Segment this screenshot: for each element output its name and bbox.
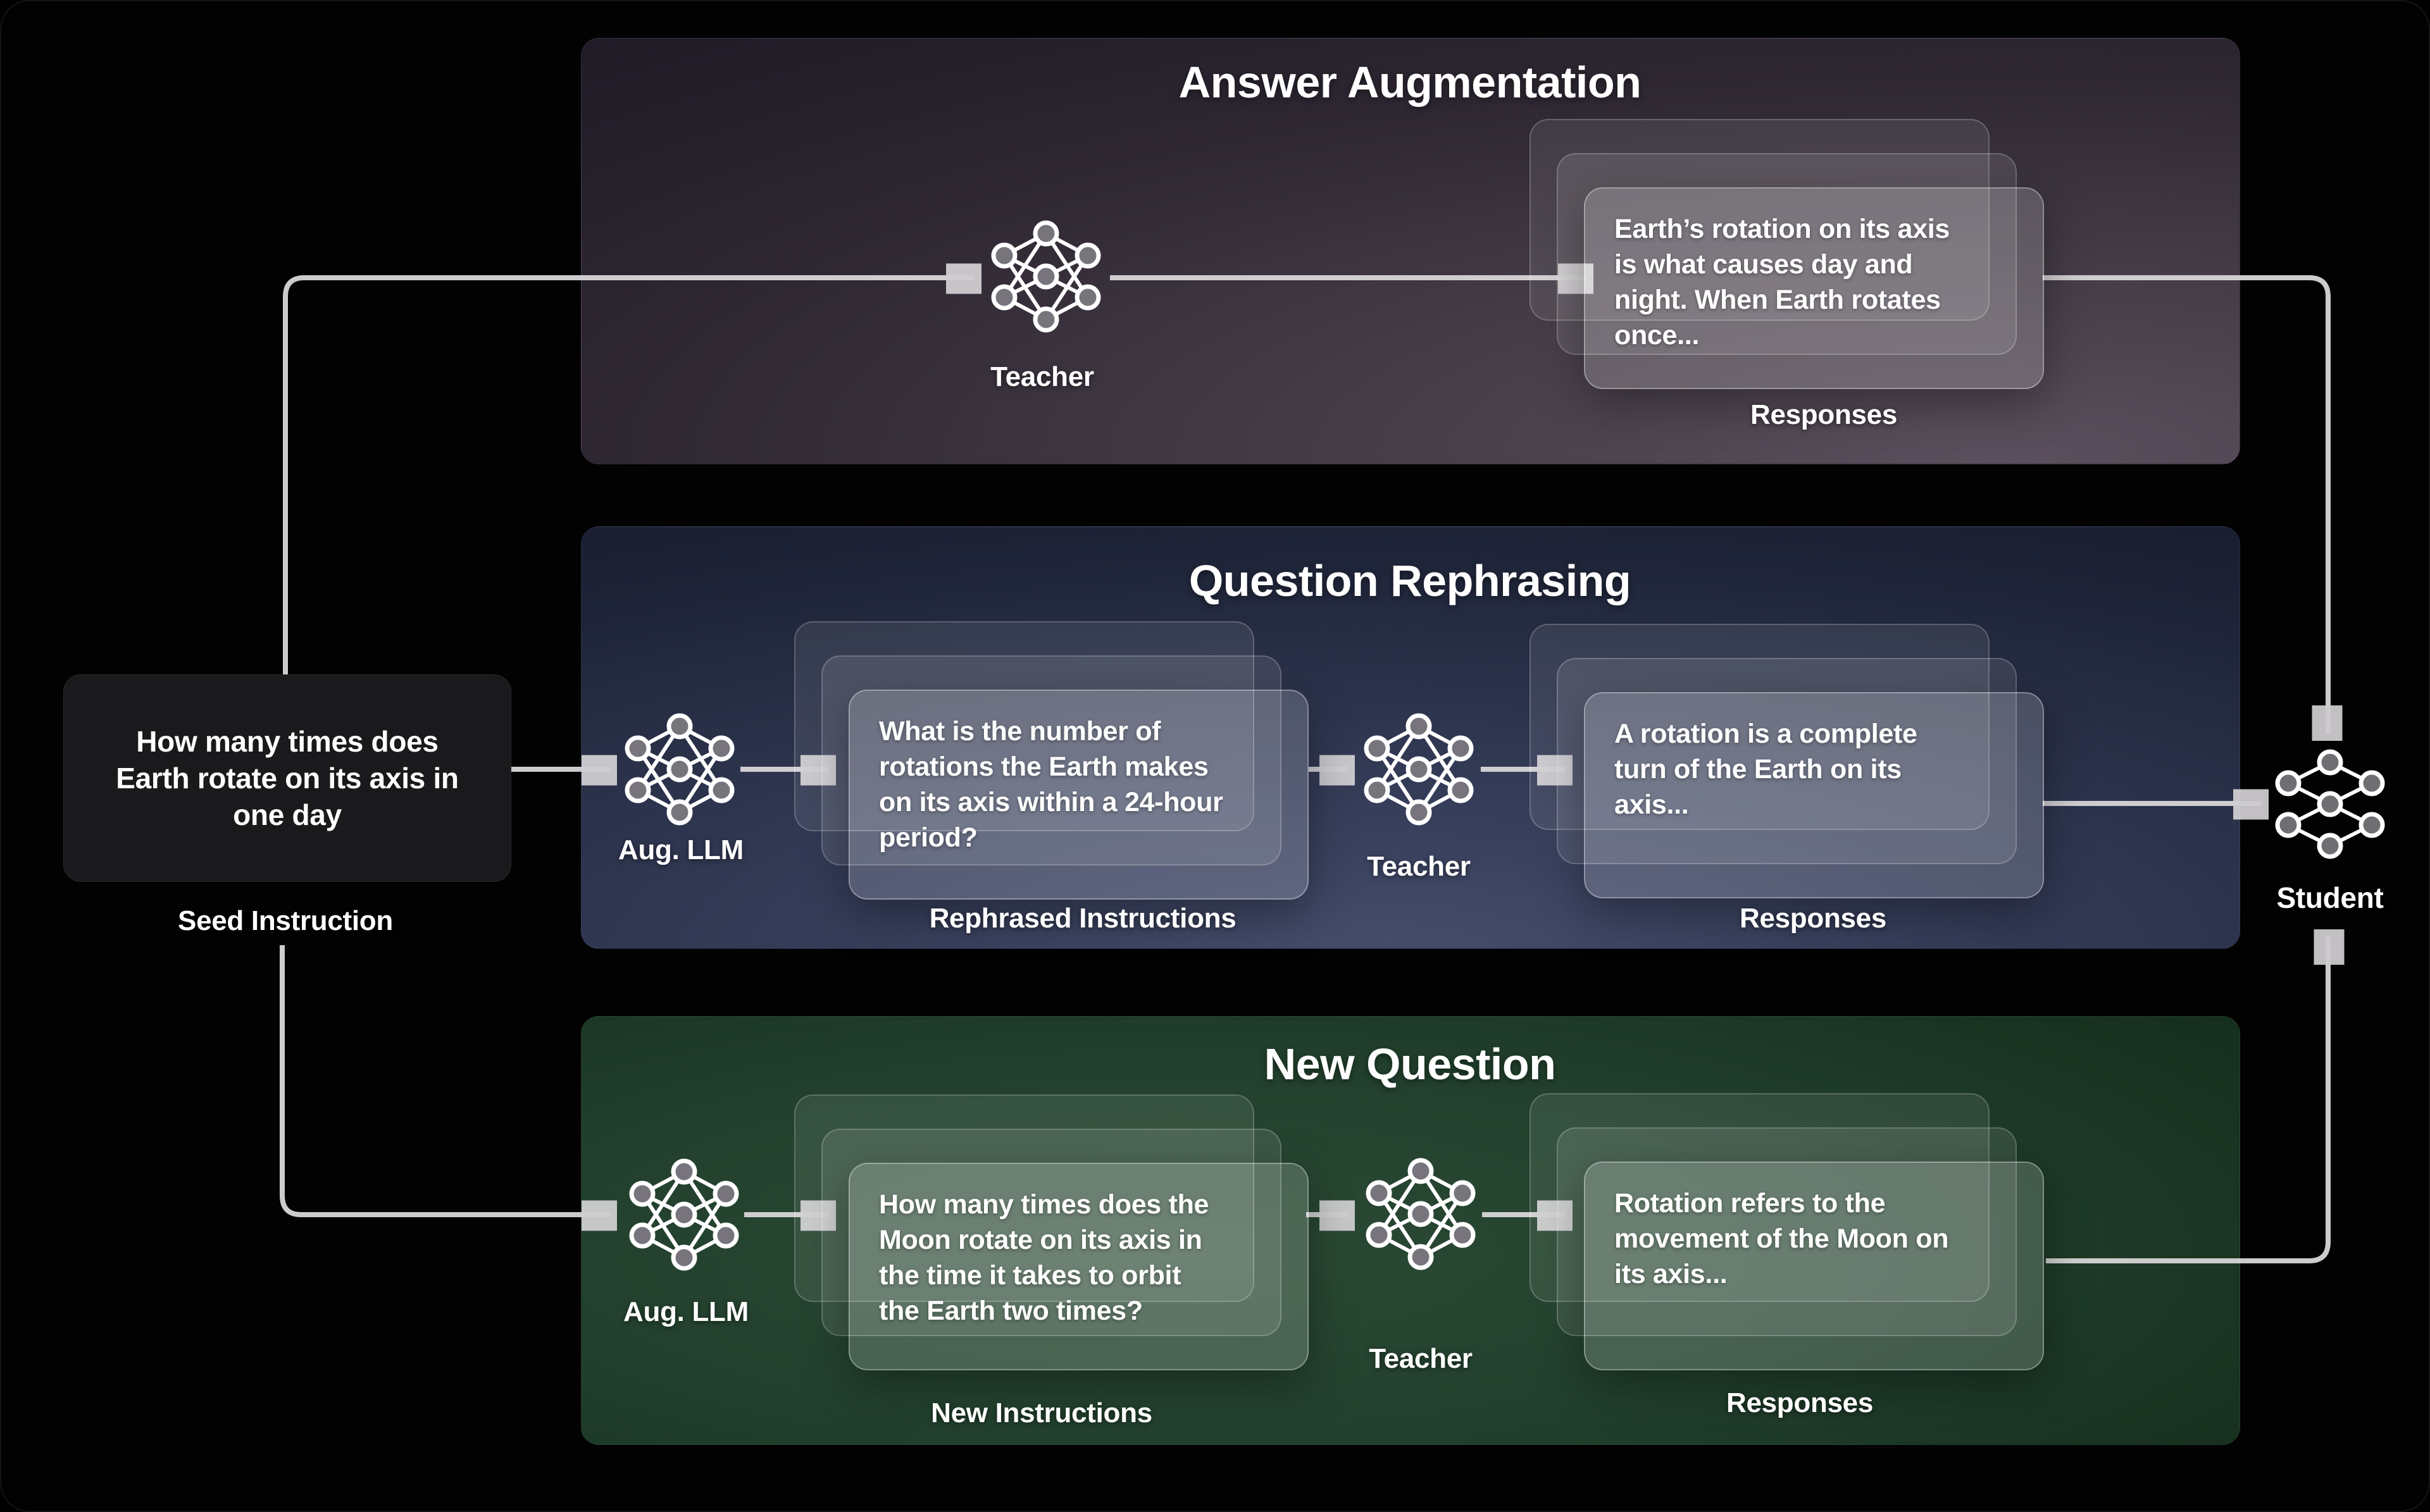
- panel-answer-augmentation: [581, 38, 2240, 464]
- response-card-middle: [1557, 1127, 2017, 1336]
- response-card-front: Rotation refers to the movement of the M…: [1584, 1162, 2044, 1370]
- rephrased-card-middle: [821, 655, 1281, 865]
- aug-llm-network-icon: [620, 709, 740, 829]
- responses-label: Responses: [1726, 1387, 1874, 1418]
- aug-llm-label: Aug. LLM: [618, 834, 744, 865]
- response-card-middle: [1557, 658, 2017, 864]
- response-card-middle: [1557, 153, 2017, 355]
- new-instruction-card-back: [794, 1094, 1254, 1302]
- aug-llm-network-icon: [624, 1155, 744, 1275]
- teacher-label: Teacher: [1369, 1343, 1473, 1374]
- new-instructions-label: New Instructions: [931, 1397, 1152, 1428]
- response-card-back: [1530, 624, 1990, 830]
- seed-instruction-box: How many times does Earth rotate on its …: [63, 674, 511, 882]
- student-label: Student: [2276, 881, 2384, 914]
- aug-llm-label: Aug. LLM: [623, 1296, 749, 1327]
- rephrased-instructions-label: Rephrased Instructions: [929, 903, 1237, 934]
- response-text: Earth’s rotation on its axis is what cau…: [1614, 214, 1950, 350]
- new-instruction-card-middle: [821, 1129, 1281, 1336]
- teacher-network-icon: [1361, 1154, 1481, 1274]
- response-card-front: Earth’s rotation on its axis is what cau…: [1584, 187, 2044, 389]
- panel-new-question: [581, 1016, 2240, 1445]
- responses-label: Responses: [1739, 903, 1887, 934]
- teacher-label: Teacher: [1367, 851, 1471, 882]
- teacher-network-icon: [1359, 709, 1479, 829]
- teacher-label: Teacher: [990, 361, 1094, 392]
- new-instruction-text: How many times does the Moon rotate on i…: [879, 1189, 1209, 1326]
- response-text: A rotation is a complete turn of the Ear…: [1614, 719, 1917, 820]
- new-instruction-card-front: How many times does the Moon rotate on i…: [849, 1163, 1309, 1370]
- new-question-title: New Question: [1264, 1039, 1556, 1089]
- response-card-front: A rotation is a complete turn of the Ear…: [1584, 692, 2044, 898]
- response-text: Rotation refers to the movement of the M…: [1614, 1188, 1949, 1289]
- answer-augmentation-title: Answer Augmentation: [1178, 58, 1642, 107]
- seed-instruction-label: Seed Instruction: [178, 905, 393, 936]
- question-rephrasing-title: Question Rephrasing: [1188, 556, 1631, 605]
- seed-instruction-text: How many times does Earth rotate on its …: [116, 725, 459, 831]
- response-card-back: [1530, 119, 1990, 321]
- rephrased-card-back: [794, 621, 1254, 831]
- rephrased-text: What is the number of rotations the Eart…: [879, 716, 1223, 853]
- teacher-network-icon: [986, 216, 1106, 337]
- response-card-back: [1530, 1093, 1990, 1302]
- responses-label: Responses: [1750, 399, 1898, 430]
- student-network-icon: [2273, 747, 2387, 861]
- rephrased-card-front: What is the number of rotations the Eart…: [849, 690, 1309, 900]
